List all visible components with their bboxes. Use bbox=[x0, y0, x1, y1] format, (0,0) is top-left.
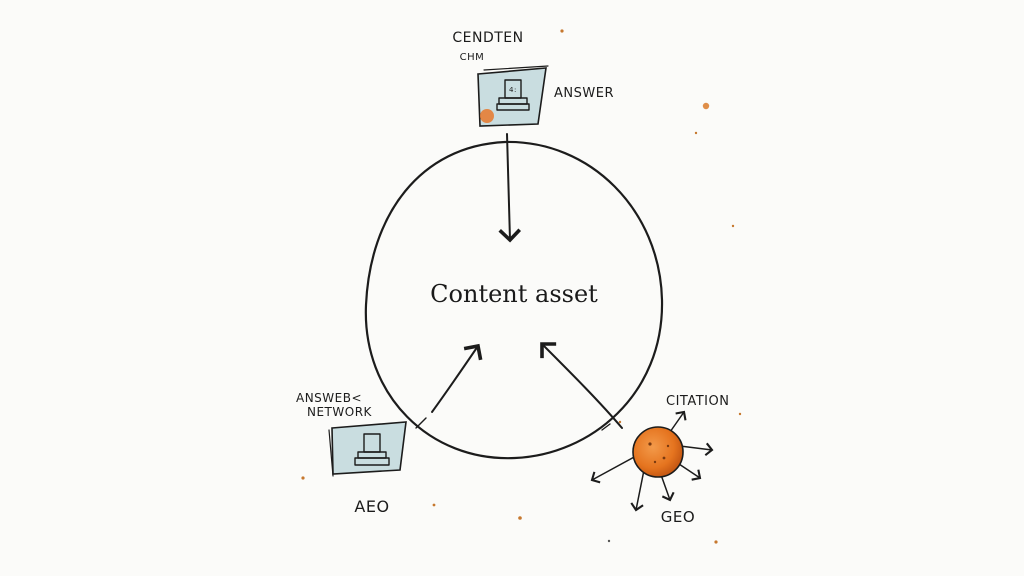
right-arrow bbox=[540, 342, 623, 429]
computer-icon bbox=[354, 433, 390, 466]
right-node: CITATION GEO bbox=[590, 394, 729, 526]
left-node: ANSWEB< NETWORK AEO bbox=[296, 391, 407, 516]
left-arrow bbox=[431, 343, 483, 413]
center-label: Content asset bbox=[430, 280, 598, 308]
top-node-caption-line1: CENDTEN bbox=[452, 30, 523, 46]
right-node-bottom-label: GEO bbox=[661, 508, 695, 526]
computer-icon: 4: bbox=[496, 79, 530, 111]
right-node-caption: CITATION bbox=[666, 394, 729, 409]
top-node-panel bbox=[477, 67, 547, 127]
top-arrow bbox=[498, 133, 522, 243]
top-node: CENDTEN CHM 4: ANSWER bbox=[452, 30, 614, 127]
top-node-caption-line2: CHM bbox=[460, 52, 485, 63]
top-node-side-label: ANSWER bbox=[554, 86, 614, 101]
orange-dot bbox=[480, 109, 494, 123]
left-node-caption-line1: ANSWEB< bbox=[296, 391, 362, 405]
svg-text:4:: 4: bbox=[509, 86, 517, 94]
decorative-splatters bbox=[301, 29, 742, 544]
left-node-caption-line2: NETWORK bbox=[307, 405, 373, 419]
left-node-bottom-label: AEO bbox=[354, 497, 389, 516]
orange-sphere-icon bbox=[632, 426, 684, 478]
left-node-panel bbox=[331, 421, 407, 475]
content-circle bbox=[364, 140, 664, 460]
